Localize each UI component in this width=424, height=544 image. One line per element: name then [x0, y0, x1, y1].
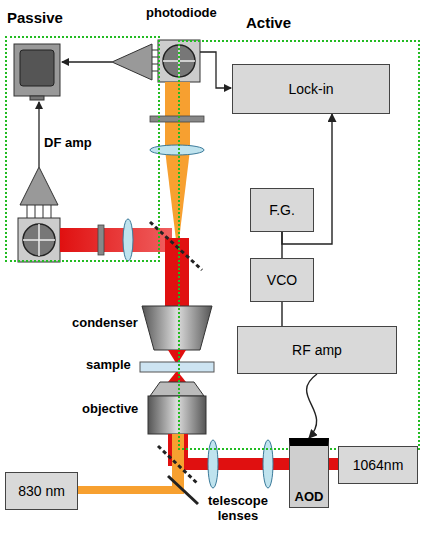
df-amplifier-triangle	[20, 102, 58, 218]
dichroic-mirror	[158, 446, 198, 484]
sample-slide	[140, 362, 214, 372]
part-label: telescope lenses	[200, 494, 276, 524]
telescope-lens	[263, 440, 273, 488]
signal-connector	[307, 374, 317, 438]
aod-box: AOD	[289, 438, 330, 508]
amplifier-triangle	[62, 44, 158, 80]
device-box: VCO	[250, 258, 314, 302]
part-label: condenser	[72, 316, 138, 331]
signal-wire	[200, 52, 231, 88]
red-focus	[168, 350, 186, 363]
red-focus	[168, 372, 186, 382]
red-beam	[60, 228, 172, 252]
dichroic-mirror	[150, 222, 202, 270]
part-label: objective	[82, 402, 138, 417]
box-label: RF amp	[292, 342, 342, 358]
filter	[98, 225, 104, 255]
amp-label: DF amp	[44, 136, 92, 151]
objective-lens	[148, 382, 206, 434]
group-region: ActiveLock-inF.G.VCORF amp	[178, 40, 420, 450]
device-box: RF amp	[237, 326, 397, 374]
box-label: 830 nm	[18, 483, 65, 499]
mirror	[168, 476, 198, 504]
part-label: photodiode	[146, 6, 217, 21]
device-box: Lock-in	[232, 64, 390, 114]
region-heading: Active	[246, 14, 291, 31]
orange-beam	[78, 486, 184, 494]
box-label: AOD	[295, 489, 324, 504]
device-box: F.G.	[250, 188, 314, 232]
df-quadrant-detector	[18, 218, 60, 262]
condenser	[142, 306, 212, 350]
red-beam	[165, 238, 189, 312]
device-box: 830 nm	[5, 472, 78, 510]
box-label: VCO	[267, 272, 297, 288]
computer-monitor	[14, 44, 60, 100]
device-box: 1064nm	[338, 446, 418, 484]
box-label: 1064nm	[353, 457, 404, 473]
lens	[123, 219, 133, 261]
region-heading: Passive	[7, 9, 63, 26]
signal-connector	[281, 232, 282, 258]
box-label: Lock-in	[288, 81, 333, 97]
signal-connector	[281, 302, 282, 326]
box-label: F.G.	[269, 202, 295, 218]
part-label: sample	[86, 358, 131, 373]
telescope-lens	[208, 440, 218, 488]
